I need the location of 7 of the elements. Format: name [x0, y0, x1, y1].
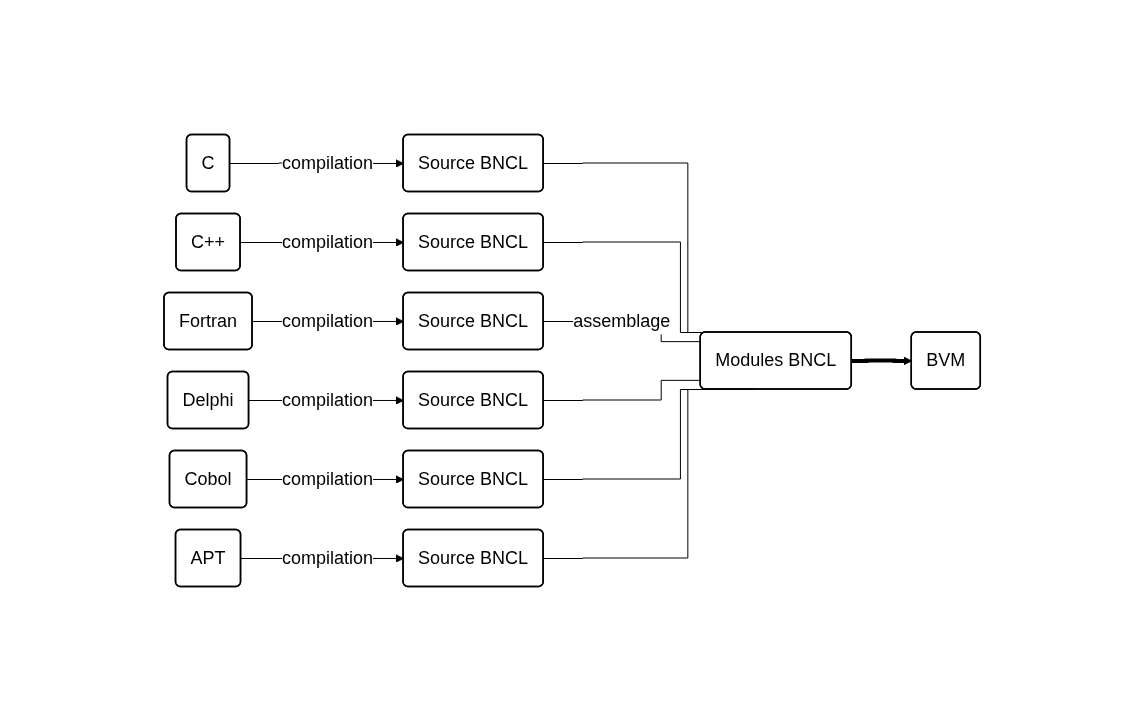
edge-label: compilation: [282, 389, 374, 410]
edge-label: compilation: [282, 152, 374, 173]
edge-label: compilation: [282, 547, 374, 568]
edge-label: assemblage: [573, 310, 671, 331]
edge-label: compilation: [282, 231, 374, 252]
edge-label: compilation: [282, 468, 374, 489]
edge-label: compilation: [282, 310, 374, 331]
